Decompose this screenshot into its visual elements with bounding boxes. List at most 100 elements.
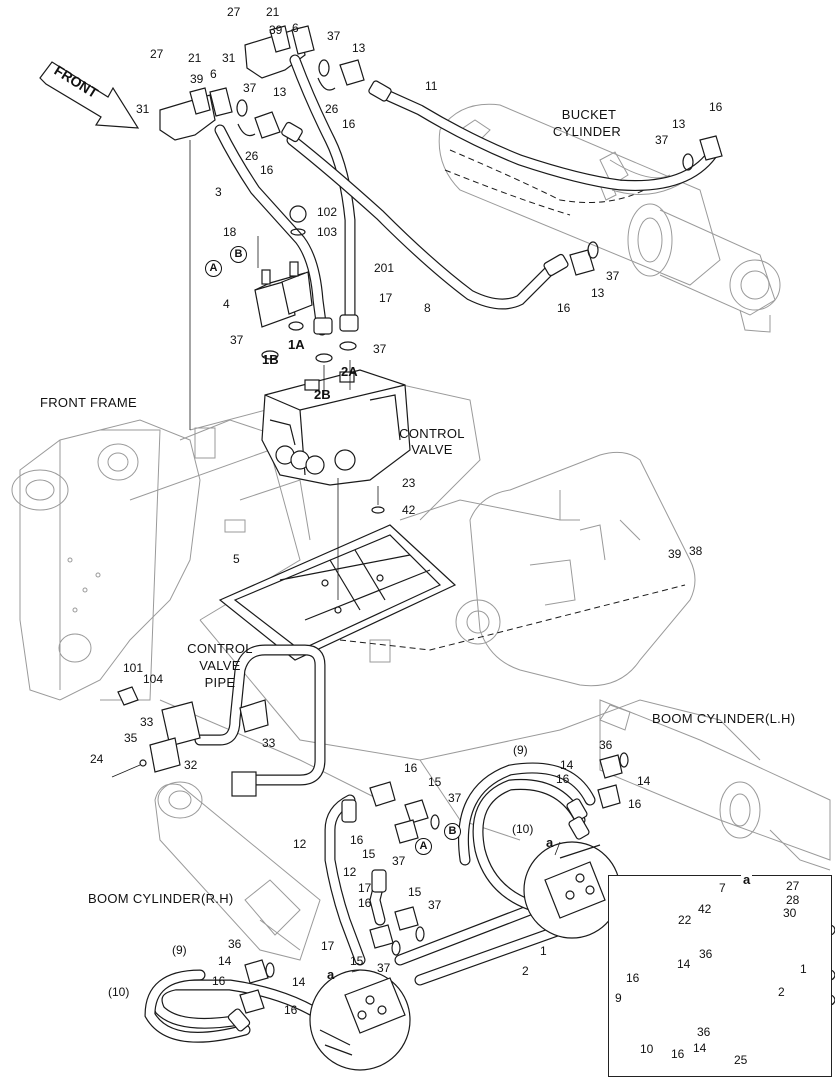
part-number-16: 16	[557, 301, 571, 315]
part-number-23: 23	[402, 476, 416, 490]
control-valve-pipe-label-1: CONTROL	[187, 641, 253, 656]
part-number-27: 27	[227, 5, 241, 19]
part-number-21: 21	[266, 5, 280, 19]
flanges-upper	[236, 59, 723, 514]
part-number-31: 31	[222, 51, 236, 65]
part-number-16: 16	[628, 797, 642, 811]
part-number-33: 33	[262, 736, 276, 750]
part-number-30: 30	[783, 906, 797, 920]
part-number-17: 17	[358, 881, 372, 895]
part-number-2: 2	[778, 985, 785, 999]
part-number-9-ref: (9)	[172, 943, 187, 957]
part-number-16: 16	[626, 971, 640, 985]
part-number-39: 39	[190, 72, 204, 86]
port-1a-label: 1A	[288, 337, 305, 352]
part-number-25: 25	[734, 1053, 748, 1067]
part-number-26: 26	[245, 149, 259, 163]
part-number-21: 21	[188, 51, 202, 65]
port-2b-label: 2B	[314, 387, 331, 402]
part-number-2: 2	[522, 964, 529, 978]
front-frame-label: FRONT FRAME	[40, 395, 137, 410]
part-number-12: 12	[343, 865, 357, 879]
brackets	[159, 25, 315, 141]
part-number-13: 13	[273, 85, 287, 99]
part-number-16: 16	[404, 761, 418, 775]
alignment-dashed-line	[339, 584, 686, 651]
part-number-38: 38	[689, 544, 703, 558]
part-number-5: 5	[233, 552, 240, 566]
part-number-28: 28	[786, 893, 800, 907]
port-2a-label: 2A	[341, 364, 358, 379]
part-number-1: 1	[800, 962, 807, 976]
reference-circle-b: B	[230, 246, 247, 263]
part-number-42: 42	[402, 503, 416, 517]
part-number-16: 16	[671, 1047, 685, 1061]
part-number-10-ref: (10)	[512, 822, 534, 836]
flanges-lower	[239, 752, 629, 1014]
detail-a-label: a	[327, 967, 335, 982]
part-number-7: 7	[719, 881, 726, 895]
hoses-upper	[214, 54, 721, 336]
part-number-35: 35	[124, 731, 138, 745]
part-number-24: 24	[90, 752, 104, 766]
part-number-16: 16	[709, 100, 723, 114]
support-frame	[218, 524, 457, 661]
part-number-102: 102	[317, 205, 338, 219]
part-number-37: 37	[373, 342, 387, 356]
part-number-37: 37	[243, 81, 257, 95]
part-number-104: 104	[143, 672, 164, 686]
part-number-3: 3	[215, 185, 222, 199]
part-number-37: 37	[327, 29, 341, 43]
boom-cylinder-rh-label: BOOM CYLINDER(R.H)	[88, 891, 234, 906]
part-number-37: 37	[428, 898, 442, 912]
part-number-39: 39	[269, 23, 283, 37]
part-number-37: 37	[655, 133, 669, 147]
part-number-27: 27	[786, 879, 800, 893]
part-number-6: 6	[210, 67, 217, 81]
part-number-14: 14	[677, 957, 691, 971]
part-number-36: 36	[699, 947, 713, 961]
boom-cylinder-rh	[154, 781, 321, 961]
part-number-14: 14	[560, 758, 574, 772]
part-number-22: 22	[678, 913, 692, 927]
part-number-33: 33	[140, 715, 154, 729]
detail-circle-a	[309, 841, 621, 1071]
part-number-17: 17	[379, 291, 393, 305]
part-number-103: 103	[317, 225, 338, 239]
control-valve	[261, 369, 411, 486]
detail-a-inset-frame	[608, 875, 832, 1077]
part-number-32: 32	[184, 758, 198, 772]
part-number-16: 16	[260, 163, 274, 177]
part-number-39: 39	[668, 547, 682, 561]
part-number-101: 101	[123, 661, 144, 675]
part-number-14: 14	[218, 954, 232, 968]
control-valve-label-1: CONTROL	[399, 426, 465, 441]
part-number-4: 4	[223, 297, 230, 311]
pilot-valve	[254, 261, 313, 328]
control-valve-label-2: VALVE	[411, 442, 453, 457]
inset-detail-label: a	[741, 872, 753, 887]
part-number-12: 12	[293, 837, 307, 851]
part-number-16: 16	[358, 896, 372, 910]
part-number-15: 15	[428, 775, 442, 789]
part-number-13: 13	[352, 41, 366, 55]
control-valve-pipe-label-3: PIPE	[204, 675, 236, 690]
part-number-15: 15	[350, 954, 364, 968]
part-number-9: 9	[615, 991, 622, 1005]
part-number-14: 14	[693, 1041, 707, 1055]
part-number-26: 26	[325, 102, 339, 116]
part-number-16: 16	[350, 833, 364, 847]
part-number-18: 18	[223, 225, 237, 239]
part-number-6: 6	[292, 21, 299, 35]
part-number-16: 16	[342, 117, 356, 131]
part-number-36: 36	[697, 1025, 711, 1039]
part-number-37: 37	[230, 333, 244, 347]
cover-plate-outline	[469, 451, 696, 687]
boom-cylinder-lh-label: BOOM CYLINDER(L.H)	[652, 711, 796, 726]
part-number-31: 31	[136, 102, 150, 116]
part-number-15: 15	[408, 885, 422, 899]
boom-cylinder-lh	[599, 699, 831, 871]
part-number-16: 16	[284, 1003, 298, 1017]
part-number-10-ref: (10)	[108, 985, 130, 999]
